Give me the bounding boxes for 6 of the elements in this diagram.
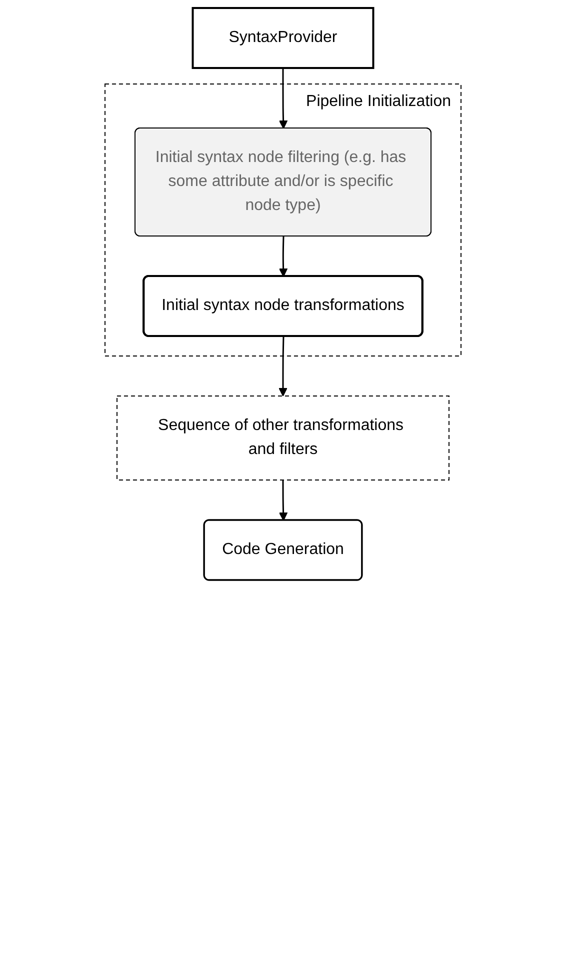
node-box: SyntaxProvider [191,7,374,69]
arrow [278,336,287,396]
arrow [278,68,288,129]
arrow [278,480,288,521]
arrow [278,236,288,277]
node-box: Sequence of other transformations and filters [116,396,449,480]
